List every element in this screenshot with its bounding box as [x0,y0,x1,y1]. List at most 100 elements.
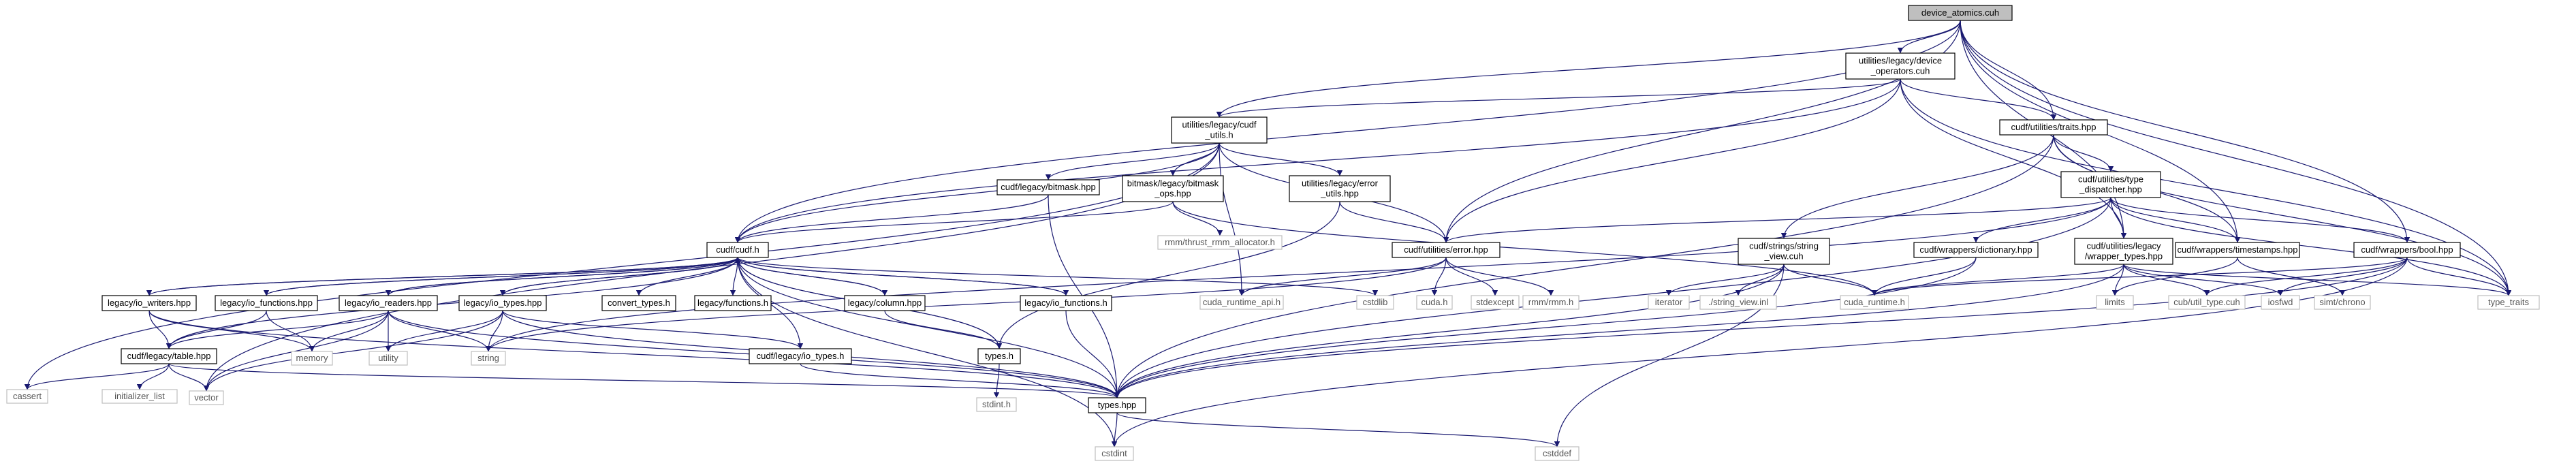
node-label: iosfwd [2268,297,2293,307]
node-label: cudf/wrappers/dictionary.hpp [1919,245,2032,255]
edge-device_operators-to-traits [1900,78,2057,121]
node-types-hpp[interactable]: types.hpp [1088,397,1146,413]
edge-io_types_hpp-to-io_types_h [502,310,804,349]
edge-bool_hpp-to-util_type [2203,257,2408,296]
node-box [2074,238,2173,265]
edge-type_dispatcher-to-type_traits [2110,197,2512,296]
node-label: ./string_view.inl [1708,297,1768,307]
node-cudf-utils[interactable]: utilities/legacy/cudf_utils.h [1171,116,1268,144]
node-table-hpp[interactable]: cudf/legacy/table.hpp [121,348,217,364]
node-box [121,348,217,364]
node-device-atomics[interactable]: device_atomics.cuh [1908,5,2013,21]
node-box [844,295,926,311]
edge-io_writers-to-memory [148,310,315,352]
node-type-dispatcher[interactable]: cudf/utilities/type_dispatcher.hpp [2060,171,2161,198]
edge-table_hpp-to-types_hpp [168,363,1120,398]
node-bitmask-ops[interactable]: bitmask/legacy/bitmask_ops.hpp [1122,175,1224,202]
node-label: stdint.h [982,399,1011,409]
node-box [1648,295,1690,310]
node-box [2096,295,2134,310]
node-label: /wrapper_types.hpp [2085,251,2163,262]
node-traits[interactable]: cudf/utilities/traits.hpp [1999,119,2108,136]
node-label: cuda.h [1421,297,1447,307]
node-io-types-h[interactable]: cudf/legacy/io_types.h [749,348,852,364]
node-box [1913,242,2039,258]
node-vector: vector [189,390,224,405]
node-label: _utils.hpp [1320,189,1359,199]
node-io-functions-h[interactable]: legacy/io_functions.h [1020,295,1112,311]
node-cstddef: cstddef [1535,446,1580,461]
node-bool-hpp[interactable]: cudf/wrappers/bool.hpp [2353,242,2461,258]
node-column-hpp[interactable]: legacy/column.hpp [844,295,926,311]
node-box [1908,5,2013,21]
node-label: string [477,353,499,363]
node-functions-h[interactable]: legacy/functions.h [694,295,772,311]
node-box [749,348,852,364]
node-box [101,389,178,404]
edge-error_hpp-to-rmm_h [1445,257,1554,296]
node-box [1999,119,2108,136]
node-device-operators[interactable]: utilities/legacy/device_operators.cuh [1845,52,1955,80]
node-box [2060,171,2161,198]
edge-error_hpp-to-string [485,257,1447,352]
edge-bool_hpp-to-cuda_runtime [1872,257,2408,296]
node-label: cuda_runtime_api.h [1203,297,1281,307]
edge-cudf_utils-to-cuda_runtime_api [1219,142,1245,296]
edge-error_hpp-to-cuda_h [1431,257,1447,296]
edge-layer [24,20,2512,447]
node-box [1845,52,1955,80]
node-label: cstdint [1101,448,1127,458]
node-label: rmm/thrust_rmm_allocator.h [1165,237,1275,247]
edge-cudf_utils-to-error_utils [1219,142,1343,176]
node-types-h[interactable]: types.h [977,348,1021,364]
node-label: simt/chrono [2319,297,2365,307]
edge-string_view-to-iterator [1665,264,1785,296]
edge-io_readers-to-memory [309,310,389,352]
node-rmm-h: rmm/rmm.h [1522,295,1580,310]
node-label: legacy/io_types.hpp [464,298,542,308]
node-io-types-hpp[interactable]: legacy/io_types.hpp [458,295,547,311]
edge-types_hpp-to-cstdint [1111,412,1118,447]
edge-bitmask_ops-to-cuda_runtime [1172,201,1878,296]
node-cudf-h[interactable]: cudf/cudf.h [706,242,769,258]
edge-bool_hpp-to-types_hpp [1114,257,2408,398]
node-io-writers[interactable]: legacy/io_writers.hpp [101,295,197,311]
node-wrapper-types[interactable]: cudf/utilities/legacy/wrapper_types.hpp [2074,238,2173,265]
node-box [1535,446,1580,461]
node-label: cuda_runtime.h [1844,297,1905,307]
node-string-view[interactable]: cudf/strings/string_view.cuh [1738,238,1830,265]
node-io-readers[interactable]: legacy/io_readers.hpp [339,295,438,311]
node-label: _view.cuh [1763,251,1803,262]
node-label: utilities/legacy/cudf [1182,120,1256,130]
node-cuda-h: cuda.h [1416,295,1453,310]
node-util-type: cub/util_type.cuh [2168,295,2246,310]
node-convert-types[interactable]: convert_types.h [601,295,676,311]
edge-traits-to-type_dispatcher [2053,134,2114,172]
node-label: cstdlib [1363,297,1388,307]
node-box [1471,295,1520,310]
node-io-functions-hpp[interactable]: legacy/io_functions.hpp [215,295,318,311]
edge-column_hpp-to-types_h [884,310,1003,349]
edge-wrapper_types-to-cuda_runtime [1871,264,2124,296]
node-error-hpp[interactable]: cudf/utilities/error.hpp [1392,242,1501,258]
edge-io_types_hpp-to-cudf_h [502,257,741,296]
edge-io_writers-to-cudf_h [148,257,740,296]
edge-io_types_hpp-to-utility [385,310,503,352]
node-label: cudf/utilities/traits.hpp [2011,122,2096,132]
node-error-utils[interactable]: utilities/legacy/error_utils.hpp [1289,175,1391,202]
node-label: types.hpp [1098,400,1136,410]
node-box [977,348,1021,364]
node-box [1840,295,1909,310]
edge-wrapper_types-to-types_hpp [1114,264,2124,398]
edge-dictionary-to-cuda_runtime [1871,257,1977,296]
node-bitmask-hpp[interactable]: cudf/legacy/bitmask.hpp [996,179,1100,195]
node-initializer-list: initializer_list [101,389,178,404]
node-timestamps[interactable]: cudf/wrappers/timestamps.hpp [2175,242,2300,258]
node-label: cudf/legacy/io_types.h [757,351,845,361]
edge-io_types_h-to-types_hpp [800,363,1120,398]
node-label: legacy/io_writers.hpp [108,298,191,308]
node-box [339,295,438,311]
edge-wrapper_types-to-util_type [2123,264,2210,296]
edge-io_readers-to-cudf_h [388,257,741,296]
node-dictionary[interactable]: cudf/wrappers/dictionary.hpp [1913,242,2039,258]
